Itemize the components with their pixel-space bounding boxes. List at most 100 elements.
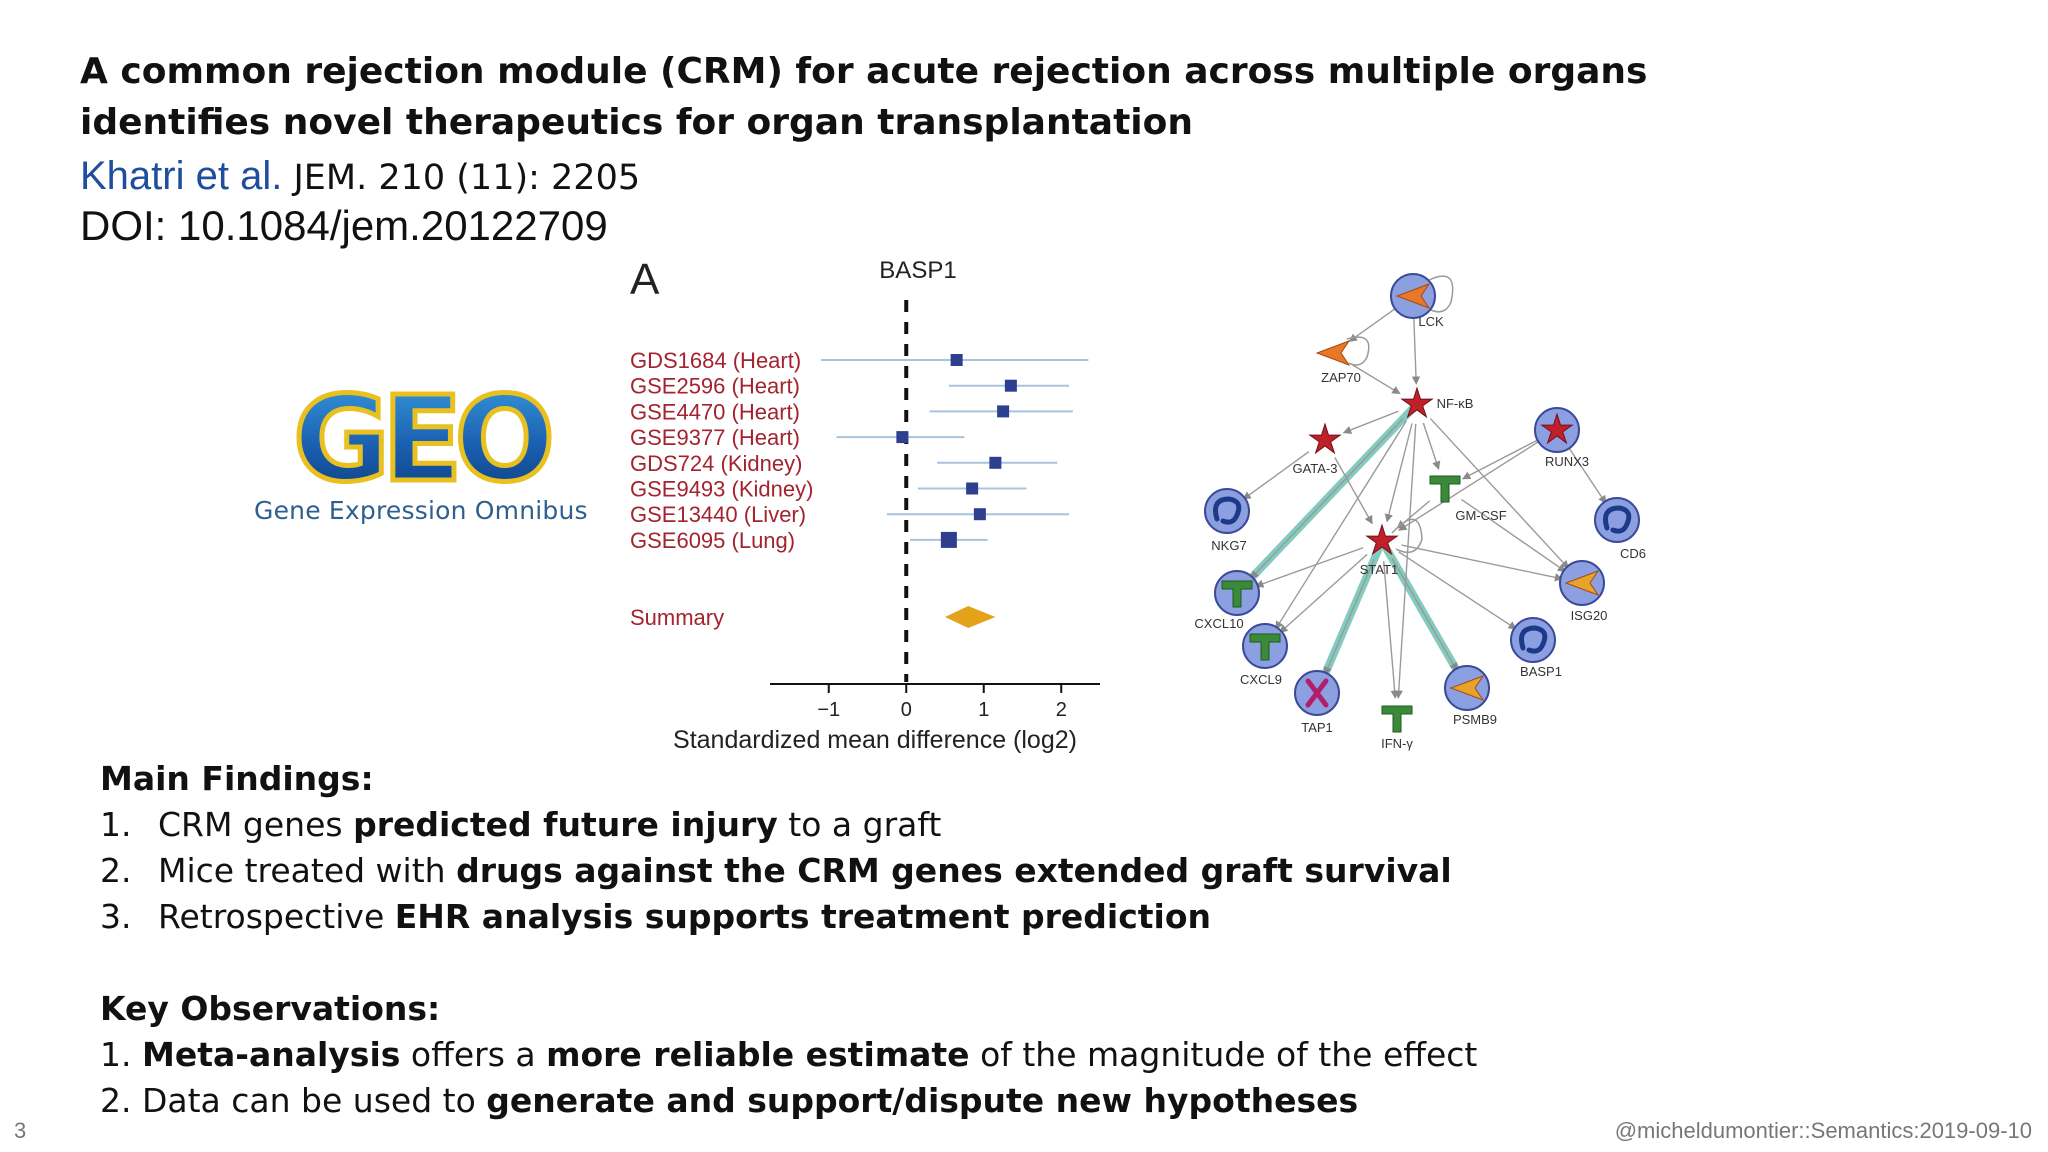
arrow-glyph [1315, 339, 1351, 367]
x-tick-label: −1 [817, 699, 840, 721]
x-glyph [1305, 678, 1329, 708]
gene-node: GATA-3 [1292, 422, 1342, 476]
star-glyph [1400, 386, 1434, 419]
x-tick-label: 1 [978, 699, 989, 721]
network-edge [1275, 420, 1407, 630]
gene-node: STAT1 [1360, 523, 1399, 577]
swirl-glyph [1519, 625, 1548, 654]
network-edge [1349, 362, 1401, 395]
effect-estimate [973, 508, 986, 521]
geo-logo: GEO [291, 380, 560, 511]
observation-text: offers a [400, 1035, 547, 1074]
star-glyph [1540, 412, 1574, 445]
network-edge [1394, 423, 1417, 699]
observation-text: Data can be used to [141, 1081, 487, 1120]
study-label: GSE9377 (Heart) [630, 425, 800, 450]
observation-item: 2. Data can be used to generate and supp… [100, 1078, 1400, 1124]
gene-node: RUNX3 [1534, 407, 1589, 469]
network-edge [1430, 418, 1570, 569]
star-glyph [1365, 523, 1399, 556]
observation-item: 1. Meta-analysis offers a more reliable … [100, 1032, 1477, 1078]
self-loop-edge [1391, 518, 1423, 554]
summary-diamond [945, 606, 996, 628]
node-circle [1204, 488, 1250, 534]
gene-node: PSMB9 [1444, 665, 1497, 727]
gene-node: TAP1 [1294, 670, 1340, 735]
effect-estimate [1004, 379, 1017, 392]
finding-text: Retrospective [158, 897, 395, 936]
study-label: GDS724 (Kidney) [630, 451, 802, 476]
x-tick-label: 2 [1056, 699, 1067, 721]
findings-header: Main Findings: [100, 759, 374, 798]
study-label: GSE4470 (Heart) [630, 399, 800, 424]
gene-label: LCK [1418, 314, 1444, 329]
gene-label: STAT1 [1360, 562, 1399, 577]
self-loop-edge [1346, 336, 1370, 366]
gene-node: NF-κB [1400, 386, 1473, 419]
network-edge [1391, 557, 1458, 672]
tee-glyph [1429, 475, 1461, 503]
network-edge [1348, 307, 1398, 342]
self-loop-edge [1428, 275, 1454, 313]
summary-label: Summary [630, 605, 724, 630]
gene-node: IFN-γ [1381, 705, 1413, 751]
gene-label: RUNX3 [1545, 454, 1589, 469]
finding-number: 2. [100, 851, 132, 890]
network-edge [1250, 417, 1404, 580]
gene-node: NKG7 [1204, 488, 1250, 553]
swirl-glyph [1603, 505, 1632, 534]
gene-node: CXCL9 [1240, 623, 1288, 687]
gene-label: TAP1 [1301, 720, 1333, 735]
finding-number: 1. [100, 805, 132, 844]
study-label: GSE9493 (Kidney) [630, 477, 813, 502]
network-edge [1242, 451, 1310, 500]
study-label: GSE13440 (Liver) [630, 502, 806, 527]
observations-header: Key Observations: [100, 989, 441, 1028]
study-label: GSE2596 (Heart) [630, 374, 800, 399]
main-findings: Main Findings: 1.CRM genes predicted fut… [100, 756, 1452, 940]
network-edge [1462, 438, 1540, 480]
footer-credit: @micheldumontier::Semantics:2019-09-10 [1614, 1118, 2032, 1143]
effect-estimate [896, 431, 909, 444]
observation-bold: more reliable estimate [546, 1035, 970, 1074]
gene-label: GM-CSF [1455, 508, 1506, 523]
finding-text: Mice treated with [158, 851, 457, 890]
gene-label: IFN-γ [1381, 736, 1413, 751]
gene-label: PSMB9 [1453, 712, 1497, 727]
gene-node: CXCL10 [1194, 570, 1260, 631]
finding-text: CRM genes [158, 805, 354, 844]
gene-node: GM-CSF [1429, 475, 1507, 523]
network-edge [1382, 560, 1399, 699]
gene-label: ZAP70 [1321, 370, 1361, 385]
gene-node: ISG20 [1559, 560, 1608, 623]
swirl-glyph [1213, 496, 1242, 525]
tee-glyph [1221, 580, 1253, 608]
panel-label: A [630, 255, 660, 304]
geo-subtitle: Gene Expression Omnibus [254, 496, 588, 525]
network-edge [1342, 410, 1399, 434]
arrow-glyph [1449, 674, 1485, 702]
arrow-glyph [1395, 282, 1431, 310]
network-edge [1567, 446, 1607, 505]
network-edge [1323, 559, 1375, 676]
network-edge [1384, 423, 1413, 523]
gene-label: CD6 [1620, 546, 1646, 561]
tee-glyph [1381, 705, 1413, 733]
effect-estimate [989, 456, 1002, 469]
gene-label: NKG7 [1211, 538, 1246, 553]
effect-estimate [940, 531, 957, 548]
network-edge [1422, 422, 1441, 470]
network-edge [1461, 498, 1567, 573]
study-label: GSE6095 (Lung) [630, 528, 795, 553]
citation-journal: JEM. 210 (11): 2205 [282, 158, 641, 198]
observation-bold: generate and support/dispute new hypothe… [486, 1081, 1359, 1120]
key-observations: Key Observations: 1. Meta-analysis offer… [100, 986, 1477, 1124]
gene-node: BASP1 [1510, 617, 1562, 679]
citation: Khatri et al. JEM. 210 (11): 2205 [80, 150, 640, 204]
page-number: 3 [14, 1118, 27, 1143]
gene-label: ISG20 [1571, 608, 1608, 623]
observation-bold: Meta-analysis [141, 1035, 401, 1074]
finding-item: 2.Mice treated with drugs against the CR… [100, 848, 1452, 894]
finding-item: 3.Retrospective EHR analysis supports tr… [100, 894, 1400, 940]
